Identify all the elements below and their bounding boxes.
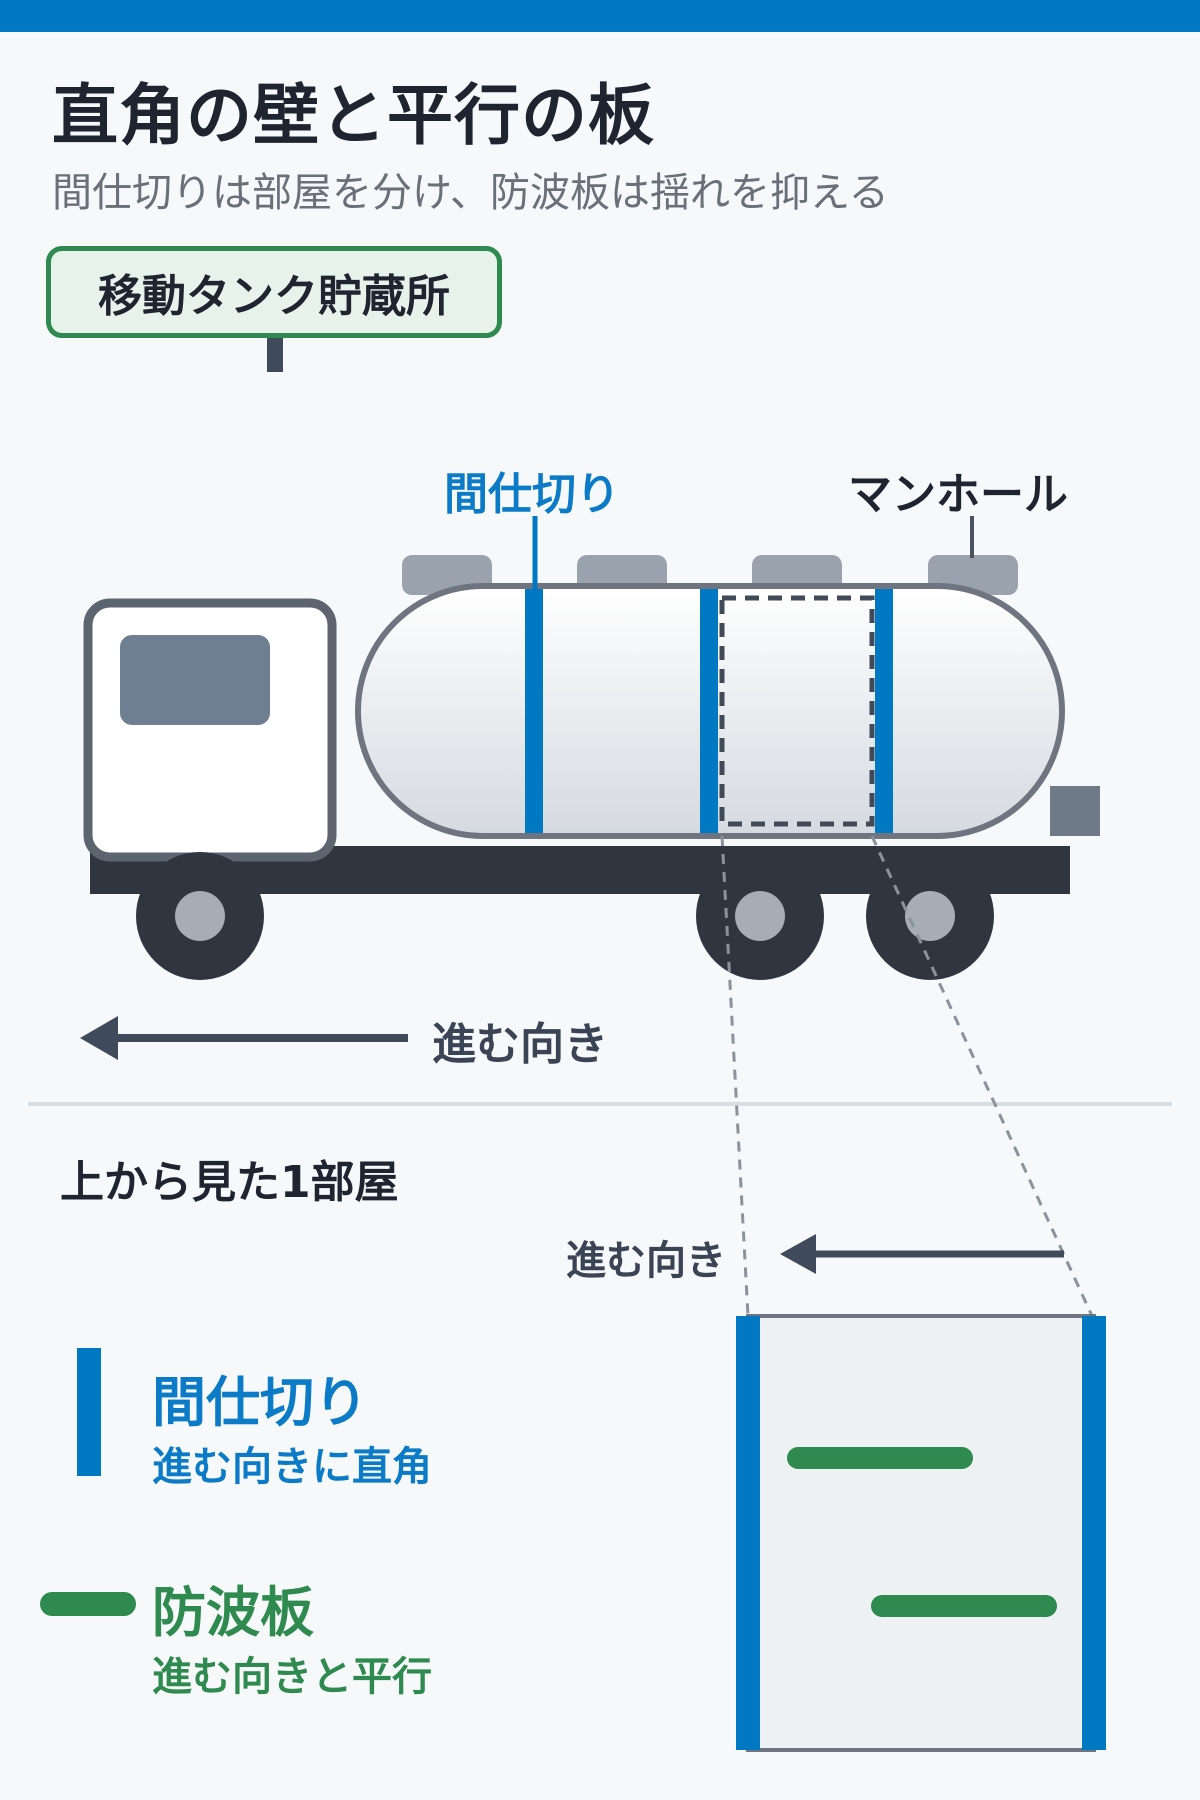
highlighted-compartment <box>719 595 875 827</box>
partition-wall-1 <box>525 586 543 836</box>
top-accent-bar <box>0 0 1200 32</box>
front-wheel-hub <box>175 891 225 941</box>
legend-baffle-title: 防波板 <box>152 1581 314 1644</box>
direction-arrow-2-head <box>780 1234 816 1274</box>
zoom-line-left <box>720 835 750 1317</box>
legend-partition-description: 進む向きに直角 <box>152 1444 432 1490</box>
top-view-compartment <box>746 1316 1096 1750</box>
legend-baffle-description: 進む向きと平行 <box>152 1654 432 1700</box>
page-subtitle: 間仕切りは部屋を分け、防波板は揺れを抑える <box>52 170 889 216</box>
direction-label: 進む向き <box>432 1019 608 1070</box>
top-view-direction-label: 進む向き <box>566 1238 726 1284</box>
top-view-heading: 上から見た1部屋 <box>60 1157 399 1208</box>
legend-partition-title: 間仕切り <box>152 1371 368 1434</box>
rear-box <box>1050 786 1100 836</box>
legend-partition-symbol <box>77 1348 101 1476</box>
tank-outline <box>355 583 1065 839</box>
zoom-line-right <box>870 835 1094 1317</box>
manhole-label: マンホール <box>848 469 1068 520</box>
tank-truck-sign: 移動タンク貯蔵所 <box>46 246 502 338</box>
top-view-partition-left <box>736 1316 760 1750</box>
partition-wall-3 <box>875 586 893 836</box>
rear-wheel-2-hub <box>905 891 955 941</box>
direction-arrow-head <box>80 1016 118 1060</box>
partition-wall-2 <box>700 586 718 836</box>
sign-post <box>267 338 283 372</box>
partition-label: 間仕切り <box>444 469 620 520</box>
rear-wheel-1-hub <box>735 891 785 941</box>
top-view-partition-right <box>1082 1316 1106 1750</box>
cab-window <box>120 635 270 725</box>
page-title: 直角の壁と平行の板 <box>52 77 655 154</box>
